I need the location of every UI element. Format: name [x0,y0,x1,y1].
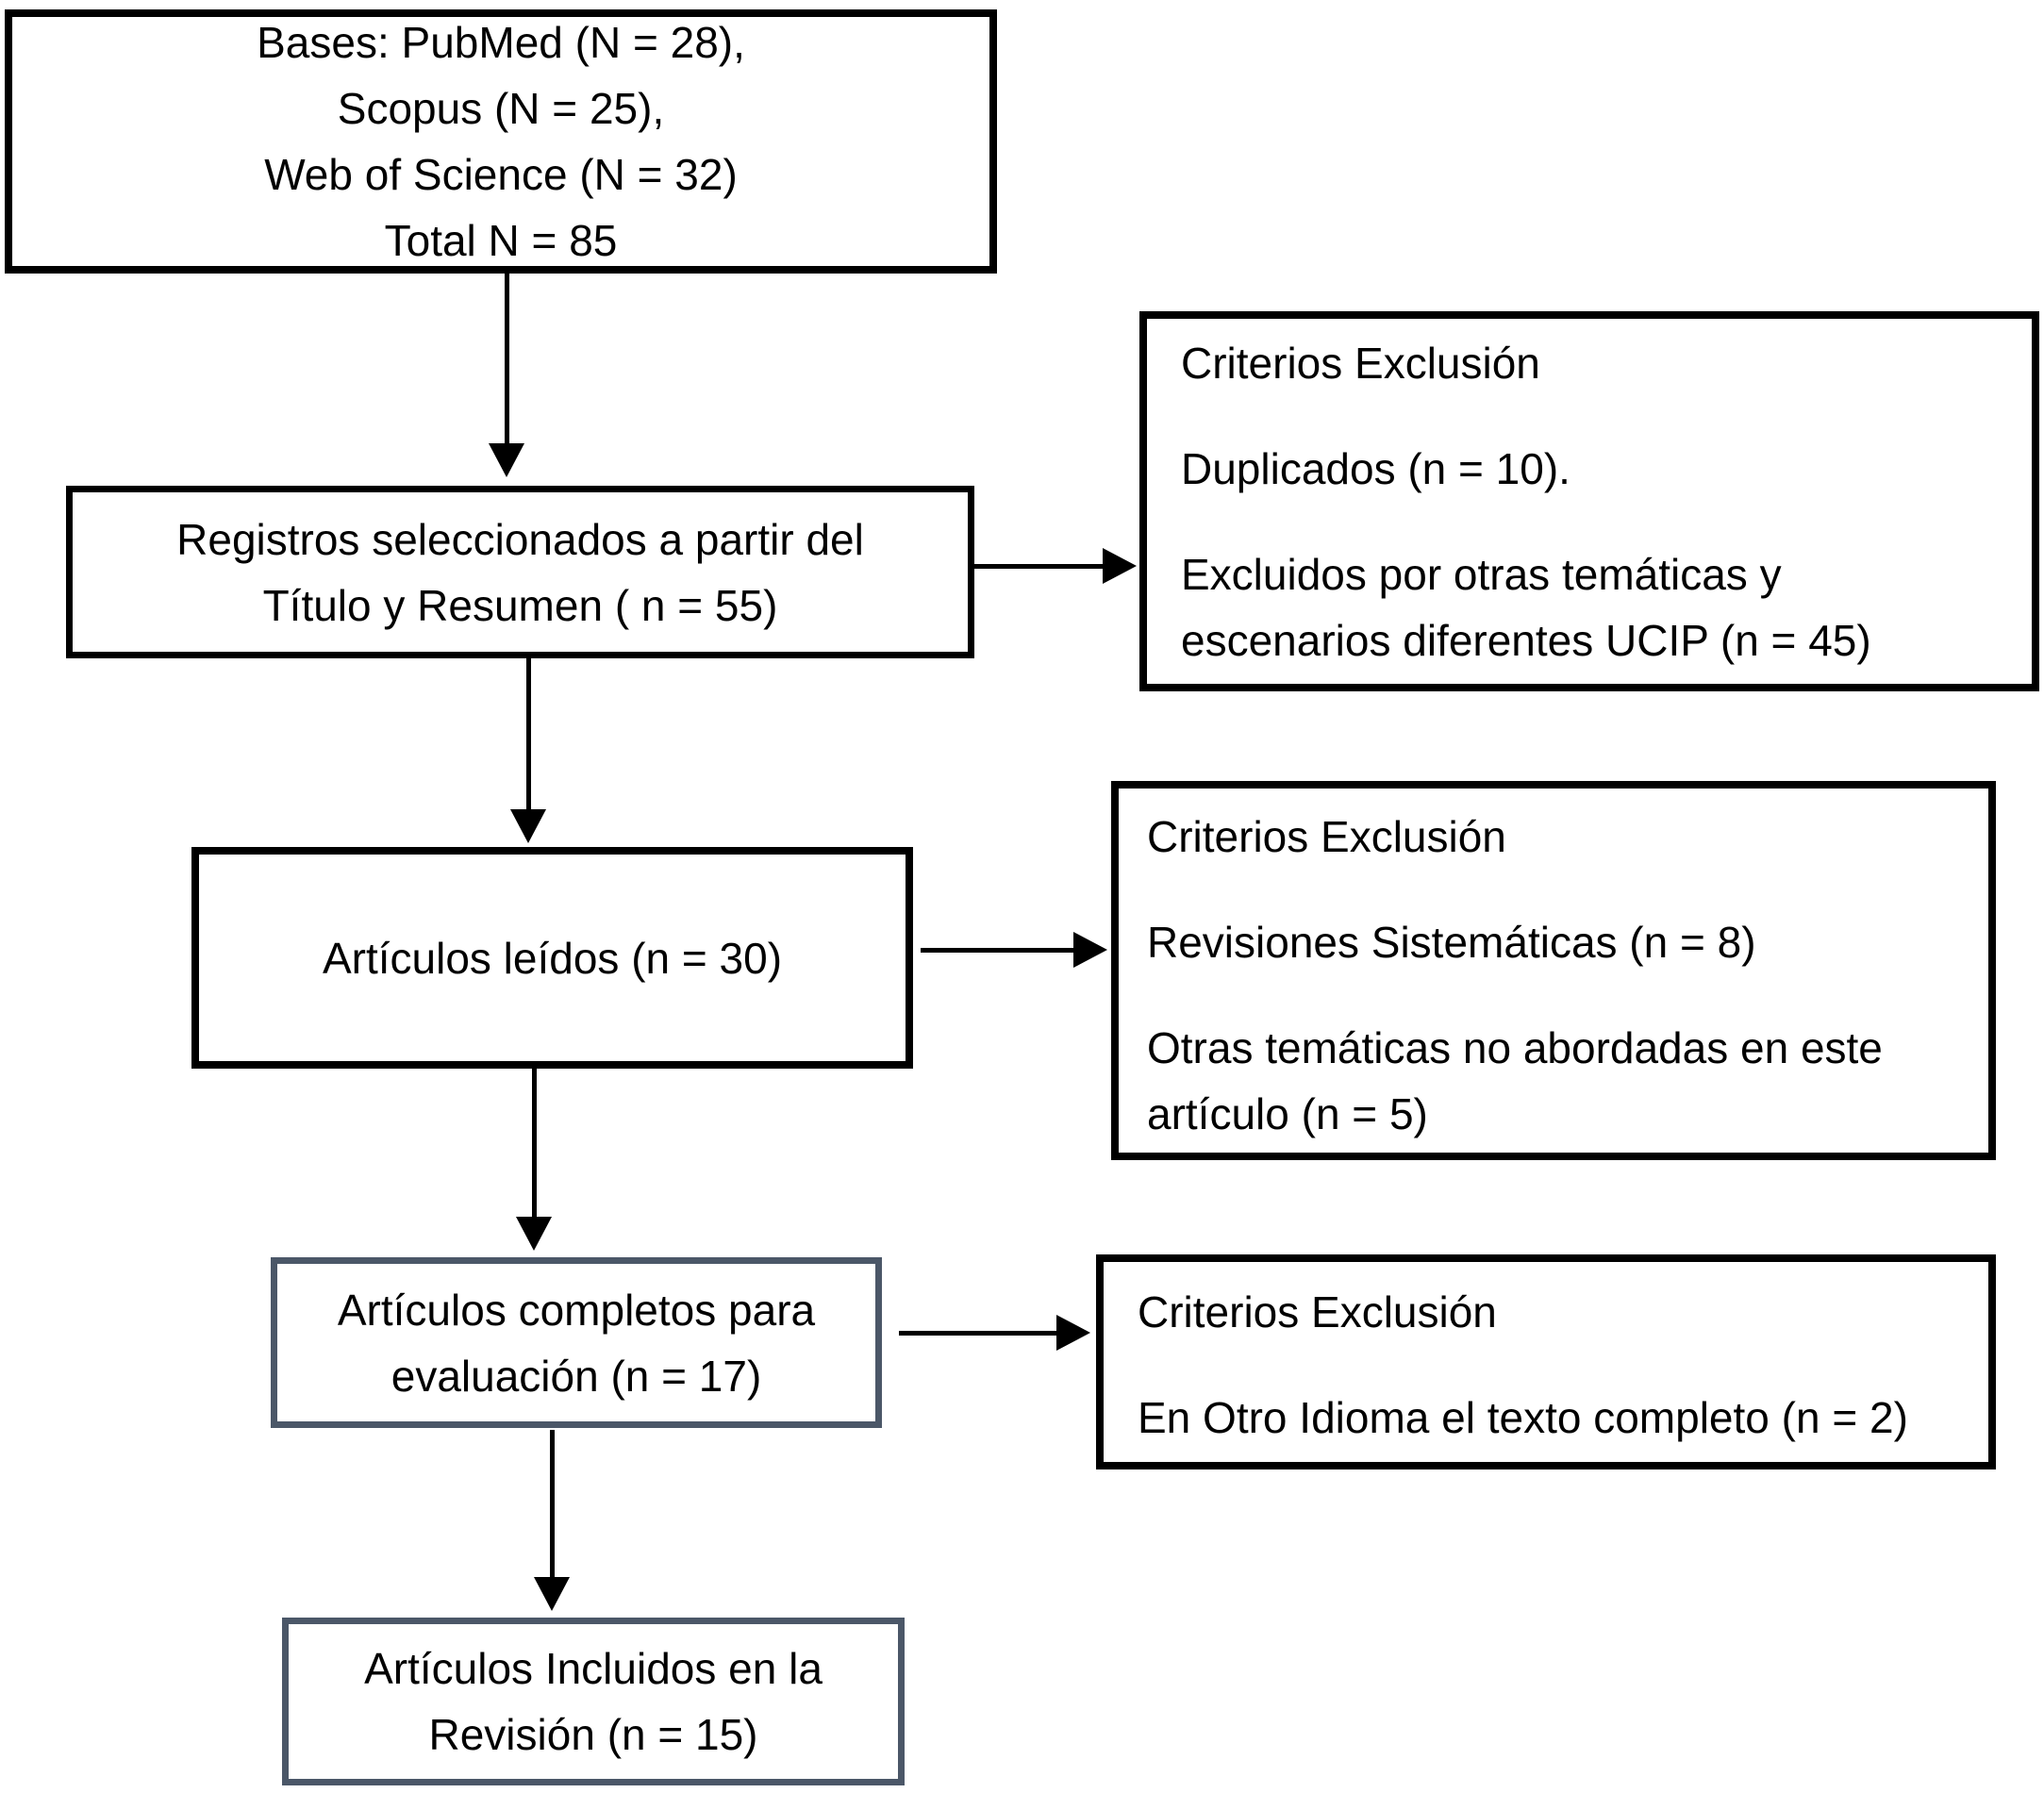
screened-box: Registros seleccionados a partir del Tít… [66,486,974,658]
exclusion-item-line: escenarios diferentes UCIP (n = 45) [1181,616,1871,665]
exclusion-item: Otras temáticas no abordadas en este art… [1147,1015,1960,1147]
exclusion-item-line: Otras temáticas no abordadas en este [1147,1023,1883,1072]
exclusion-box-1: Criterios Exclusión Duplicados (n = 10).… [1139,311,2039,691]
arrow-head [489,443,524,477]
articles-read-line: Artículos leídos (n = 30) [322,933,783,983]
sources-line: Total N = 85 [384,216,618,265]
arrow-head [1073,932,1107,968]
arrow-shaft [921,948,1073,953]
exclusion-item-line: Excluidos por otras temáticas y [1181,550,1782,599]
arrow-shaft [526,658,531,811]
exclusion-item: Revisiones Sistemáticas (n = 8) [1147,918,1756,967]
exclusion-title: Criterios Exclusión [1181,339,1540,388]
exclusion-title: Criterios Exclusión [1138,1287,1497,1336]
arrow-head [516,1217,552,1251]
arrow-shaft [550,1430,555,1579]
exclusion-title: Criterios Exclusión [1147,812,1506,861]
full-text-line: evaluación (n = 17) [391,1351,762,1401]
included-box: Artículos Incluidos en la Revisión (n = … [282,1618,905,1785]
exclusion-item: Duplicados (n = 10). [1181,444,1570,493]
screened-line: Título y Resumen ( n = 55) [262,580,778,630]
sources-line: Bases: PubMed (N = 28), [257,18,745,67]
full-text-line: Artículos completos para [337,1285,816,1335]
screened-line: Registros seleccionados a partir del [176,514,864,564]
included-line: Artículos Incluidos en la [364,1644,823,1693]
arrow-head [1056,1315,1090,1351]
arrow-head [510,809,546,843]
arrow-head [1103,548,1137,584]
arrow-shaft [532,1069,537,1219]
sources-line: Web of Science (N = 32) [264,150,738,199]
sources-box: Bases: PubMed (N = 28), Scopus (N = 25),… [5,9,997,274]
articles-read-box: Artículos leídos (n = 30) [191,847,913,1069]
included-line: Revisión (n = 15) [428,1710,758,1759]
exclusion-box-3: Criterios Exclusión En Otro Idioma el te… [1096,1254,1996,1469]
arrow-shaft [974,564,1103,569]
arrow-shaft [899,1331,1056,1336]
exclusion-item: En Otro Idioma el texto completo (n = 2) [1138,1393,1908,1442]
full-text-box: Artículos completos para evaluación (n =… [271,1257,882,1428]
exclusion-item: Excluidos por otras temáticas y escenari… [1181,541,2003,673]
exclusion-box-2: Criterios Exclusión Revisiones Sistemáti… [1111,781,1996,1160]
arrow-shaft [505,274,509,445]
sources-line: Scopus (N = 25), [337,84,665,133]
exclusion-item-line: artículo (n = 5) [1147,1089,1428,1138]
arrow-head [534,1577,570,1611]
